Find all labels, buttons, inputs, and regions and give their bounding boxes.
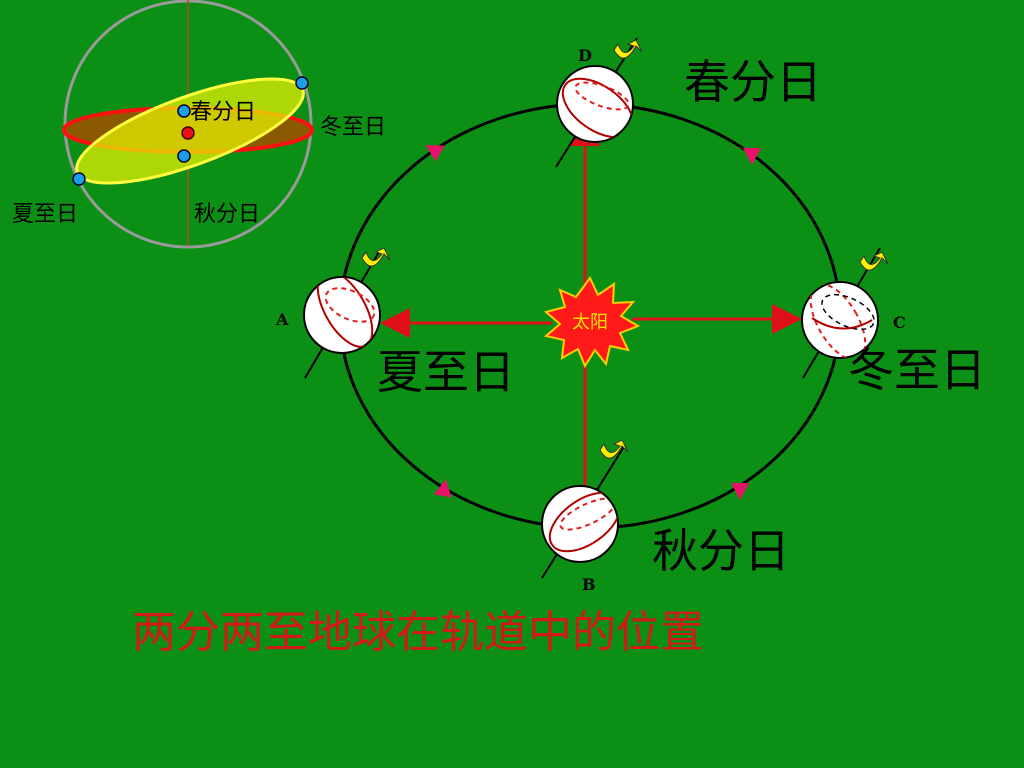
inset-label-winter-solstice: 冬至日 <box>320 115 387 140</box>
sun-dot <box>181 126 195 140</box>
point-letter-B: B <box>582 575 596 594</box>
sun-label: 太阳 <box>572 312 608 333</box>
earth-A-rotation-icon <box>361 247 391 267</box>
earth-C-rotation-icon <box>859 251 889 271</box>
inset-label-spring-equinox: 春分日 <box>190 100 257 125</box>
earth-C-globe <box>801 281 879 359</box>
label-spring-equinox: 春分日 <box>684 55 822 109</box>
summer-solstice-point <box>72 172 86 186</box>
point-letter-C: C <box>893 313 906 332</box>
inset-label-summer-solstice: 夏至日 <box>12 202 79 227</box>
spring-equinox-point <box>177 104 191 118</box>
label-autumn-equinox: 秋分日 <box>652 524 790 578</box>
earth-C <box>801 247 889 379</box>
earth-A <box>303 247 391 379</box>
earth-B-globe <box>541 485 619 563</box>
earth-D-globe <box>556 65 634 143</box>
direction-triangle-upper-left <box>425 145 445 162</box>
earth-D <box>555 37 643 168</box>
point-letter-D: D <box>578 46 592 65</box>
celestial-sphere-inset <box>62 0 314 249</box>
earth-B-rotation-icon <box>599 439 629 459</box>
diagram-caption: 两分两至地球在轨道中的位置 <box>132 607 704 658</box>
inset-label-autumn-equinox: 秋分日 <box>194 202 261 227</box>
direction-triangle-lower-right <box>731 483 749 500</box>
winter-solstice-point <box>295 76 309 90</box>
point-letter-A: A <box>276 310 289 329</box>
autumn-equinox-point <box>177 149 191 163</box>
sun-arrows <box>380 116 802 488</box>
label-summer-solstice: 夏至日 <box>377 345 515 399</box>
direction-triangle-upper-right <box>743 148 761 165</box>
earth-D-rotation-icon <box>613 39 643 59</box>
sun <box>543 276 641 369</box>
sun-starburst <box>543 276 641 369</box>
direction-triangle-lower-left <box>433 479 452 498</box>
orbit-direction-markers <box>425 145 761 500</box>
label-winter-solstice: 冬至日 <box>848 343 986 397</box>
earth-C-terminator <box>821 293 875 331</box>
earth-B <box>541 439 629 579</box>
